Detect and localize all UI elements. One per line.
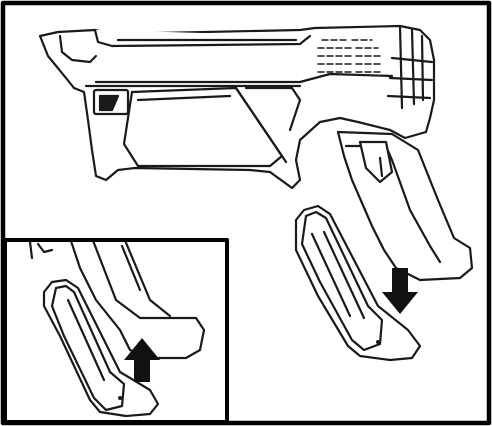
inset-view (3, 238, 229, 424)
dust-bin (122, 86, 302, 168)
inset-handle (28, 242, 206, 360)
main-view (38, 24, 474, 362)
battery-pack (294, 204, 422, 362)
inset-battery-pack (42, 278, 160, 418)
handle (336, 130, 474, 282)
release-button (92, 88, 130, 116)
arrow-down-icon (382, 268, 418, 314)
arrow-up-icon (124, 338, 160, 382)
